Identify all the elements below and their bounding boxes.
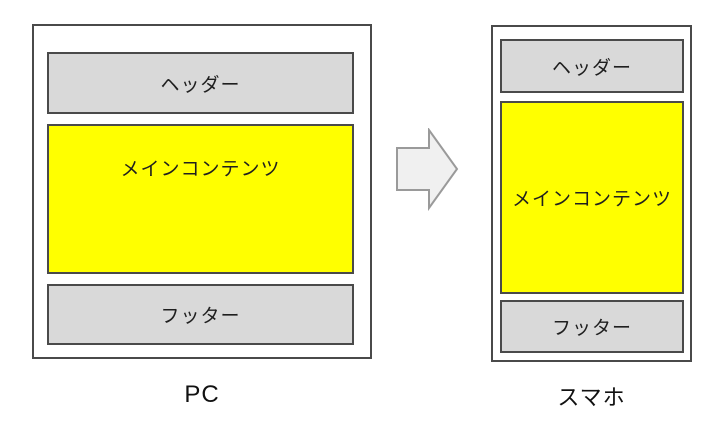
smartphone-main-content-label: メインコンテンツ — [511, 189, 672, 210]
smartphone-layout-frame: ヘッダー メインコンテンツ フッター — [491, 25, 692, 362]
right-arrow-icon — [395, 126, 459, 212]
pc-caption: PC — [184, 381, 220, 408]
smartphone-main-content-box: メインコンテンツ — [500, 101, 684, 294]
smartphone-header-label: ヘッダー — [551, 57, 632, 79]
smartphone-footer-label: フッター — [551, 318, 632, 339]
pc-main-content-label: メインコンテンツ — [120, 159, 281, 180]
smartphone-caption: スマホ — [557, 385, 626, 410]
smartphone-footer-box: フッター — [500, 300, 684, 353]
pc-footer-box: フッター — [47, 284, 354, 345]
pc-footer-label: フッター — [160, 306, 241, 327]
pc-header-label: ヘッダー — [160, 74, 241, 96]
pc-header-box: ヘッダー — [47, 52, 354, 114]
right-arrow-shape — [396, 126, 459, 212]
pc-main-content-box: メインコンテンツ — [47, 124, 354, 274]
pc-layout-frame: ヘッダー メインコンテンツ フッター — [32, 24, 372, 359]
smartphone-header-box: ヘッダー — [500, 39, 684, 93]
